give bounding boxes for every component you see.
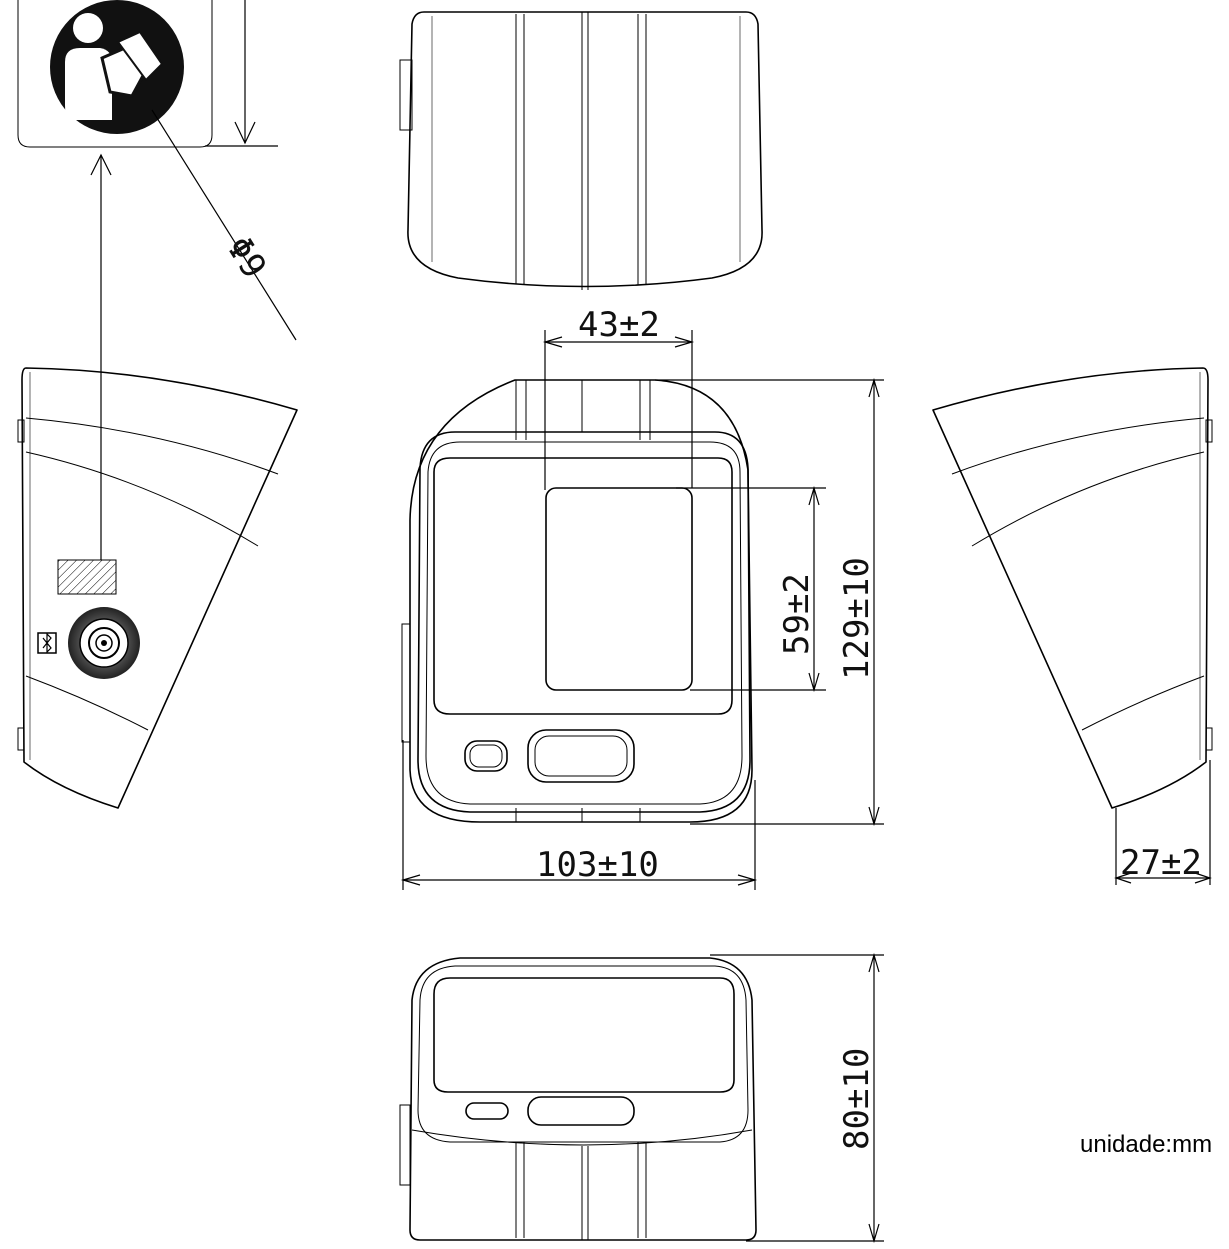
start-stop-button [527,729,635,783]
front-view: 43±2 59±2 129±10 103±10 [400,305,884,890]
left-side-view [17,367,298,809]
screen-height-label: 59±2 [777,573,817,655]
phi-dimension-label: Φ9 [218,230,274,286]
lcd-screen [545,487,693,691]
right-side-view: 27±2 [932,367,1213,885]
read-manual-icon [50,0,184,134]
memory-button [464,740,508,772]
bottom-depth-label: 80±10 [837,1048,877,1150]
device-height-label: 129±10 [837,557,877,680]
cuff-socket-icon [68,607,140,679]
screen-width-label: 43±2 [578,305,660,345]
top-view [399,11,763,290]
device-width-label: 103±10 [536,845,659,885]
hatched-label-area [57,559,117,595]
unit-label: unidade:mm [1080,1131,1212,1158]
side-depth-label: 27±2 [1120,843,1202,883]
bluetooth-icon [37,632,57,654]
manual-label-view: Φ9 [17,0,297,560]
bottom-view: 80±10 [399,952,884,1244]
